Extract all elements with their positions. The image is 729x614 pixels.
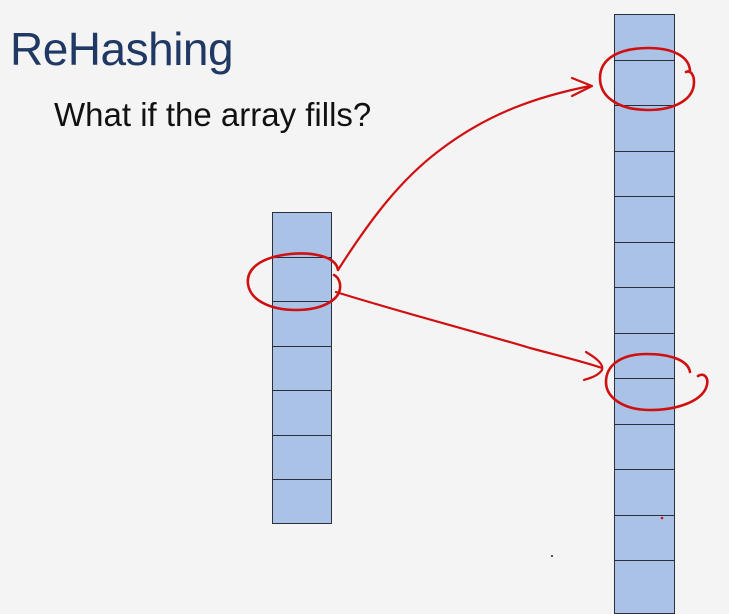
array-cell bbox=[615, 243, 674, 288]
array-cell bbox=[615, 334, 674, 379]
speck-dark bbox=[550, 554, 554, 558]
array-cell bbox=[273, 213, 331, 258]
array-cell bbox=[615, 288, 674, 334]
array-cell bbox=[273, 347, 331, 391]
slide-subtitle: What if the array fills? bbox=[54, 96, 372, 133]
rehash-arrow-upper bbox=[336, 84, 592, 272]
array-cell bbox=[273, 391, 331, 436]
array-cell bbox=[615, 197, 674, 243]
array-cell bbox=[273, 302, 331, 347]
original-array bbox=[272, 212, 332, 524]
array-cell bbox=[615, 561, 674, 607]
array-cell bbox=[615, 470, 674, 516]
slide-title: ReHashing bbox=[10, 23, 234, 75]
array-cell bbox=[615, 152, 674, 197]
rehash-arrowhead-upper bbox=[570, 76, 594, 98]
rehash-arrow-lower bbox=[334, 290, 604, 370]
array-cell bbox=[615, 379, 674, 425]
array-cell bbox=[615, 516, 674, 561]
array-cell bbox=[273, 480, 331, 525]
slide: ReHashing What if the array fills? bbox=[10, 14, 709, 614]
resized-array bbox=[614, 14, 675, 614]
array-cell bbox=[615, 61, 674, 106]
array-cell bbox=[615, 425, 674, 470]
array-cell bbox=[273, 436, 331, 480]
array-cell bbox=[273, 258, 331, 302]
array-cell bbox=[615, 15, 674, 61]
array-cell bbox=[615, 106, 674, 152]
rehash-arrowhead-lower bbox=[582, 350, 604, 382]
